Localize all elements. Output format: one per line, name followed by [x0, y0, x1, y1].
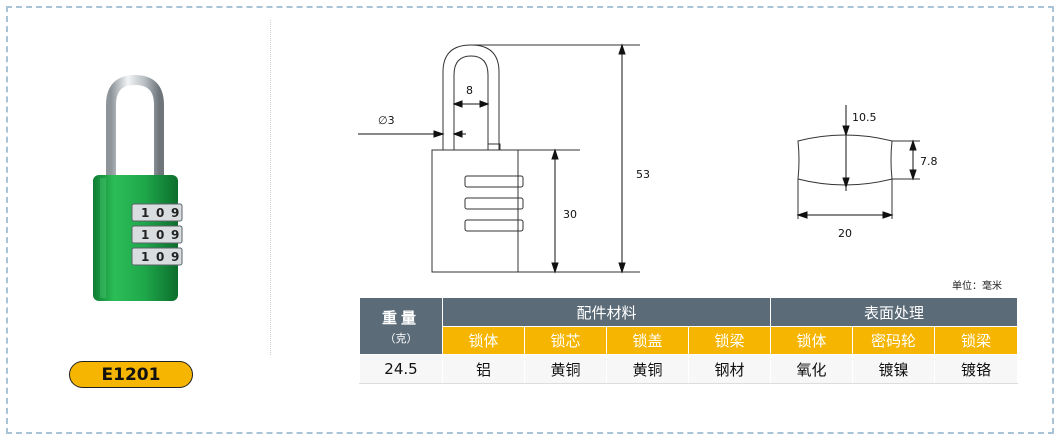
column-header: 锁梁: [934, 326, 1018, 355]
padlock-photo: 1 0 9 1 0 9 1 0 9: [93, 74, 183, 301]
key-width-label: 20: [838, 227, 852, 240]
dial-digit: 0: [156, 250, 164, 264]
shackle-diameter-label: ∅3: [378, 114, 395, 127]
combination-dials: 1 0 9 1 0 9 1 0 9: [131, 203, 183, 266]
dial-digit: 0: [156, 206, 164, 220]
shackle-width-label: 8: [466, 84, 473, 97]
column-header: 锁体: [442, 326, 525, 355]
group-surface-header: 表面处理: [770, 297, 1018, 327]
table-cell: 黄铜: [524, 354, 607, 384]
table-cell: 镀镍: [852, 354, 935, 384]
weight-value: 24.5: [359, 354, 443, 384]
column-header: 锁体: [770, 326, 853, 355]
lock-shackle: [106, 74, 164, 180]
column-header: 锁芯: [524, 326, 607, 355]
column-header: 锁梁: [688, 326, 771, 355]
total-height-label: 53: [636, 168, 650, 181]
table-cell: 铝: [442, 354, 525, 384]
key-depth-label: 10.5: [852, 111, 877, 124]
weight-unit: （克）: [384, 331, 418, 345]
dashed-frame: [6, 6, 1054, 434]
weight-header-cell: 重量 （克）: [359, 297, 443, 355]
table-cell: 镀铬: [934, 354, 1018, 384]
dial-digit: 9: [171, 228, 179, 242]
section-divider: [270, 20, 271, 355]
table-row: 24.5 铝 黄铜 黄铜 钢材 氧化 镀镍 镀铬: [359, 354, 1018, 384]
spec-table: 重量 （克） 配件材料 表面处理 锁体 锁芯 锁盖 锁梁 锁体 密码轮 锁梁 2…: [359, 297, 1018, 384]
column-header: 锁盖: [606, 326, 689, 355]
wheel-section-drawing: 10.5 7.8 20: [796, 105, 938, 240]
dial-digit: 1: [141, 250, 149, 264]
table-cell: 氧化: [770, 354, 853, 384]
dial-digit: 9: [171, 206, 179, 220]
weight-header: 重量: [381, 308, 420, 327]
body-height-label: 30: [563, 208, 577, 221]
dial-digit: 9: [171, 250, 179, 264]
key-thickness-label: 7.8: [920, 155, 938, 168]
dial-digit: 0: [156, 228, 164, 242]
table-cell: 黄铜: [606, 354, 689, 384]
column-header: 密码轮: [852, 326, 935, 355]
lock-dimension-drawing: 53 30 8 ∅3: [358, 43, 650, 274]
table-cell: 钢材: [688, 354, 771, 384]
dial-digit: 1: [141, 206, 149, 220]
group-materials-header: 配件材料: [442, 297, 771, 327]
model-badge: E1201: [69, 361, 193, 388]
unit-note: 单位：毫米: [952, 281, 1002, 292]
dial-digit: 1: [141, 228, 149, 242]
